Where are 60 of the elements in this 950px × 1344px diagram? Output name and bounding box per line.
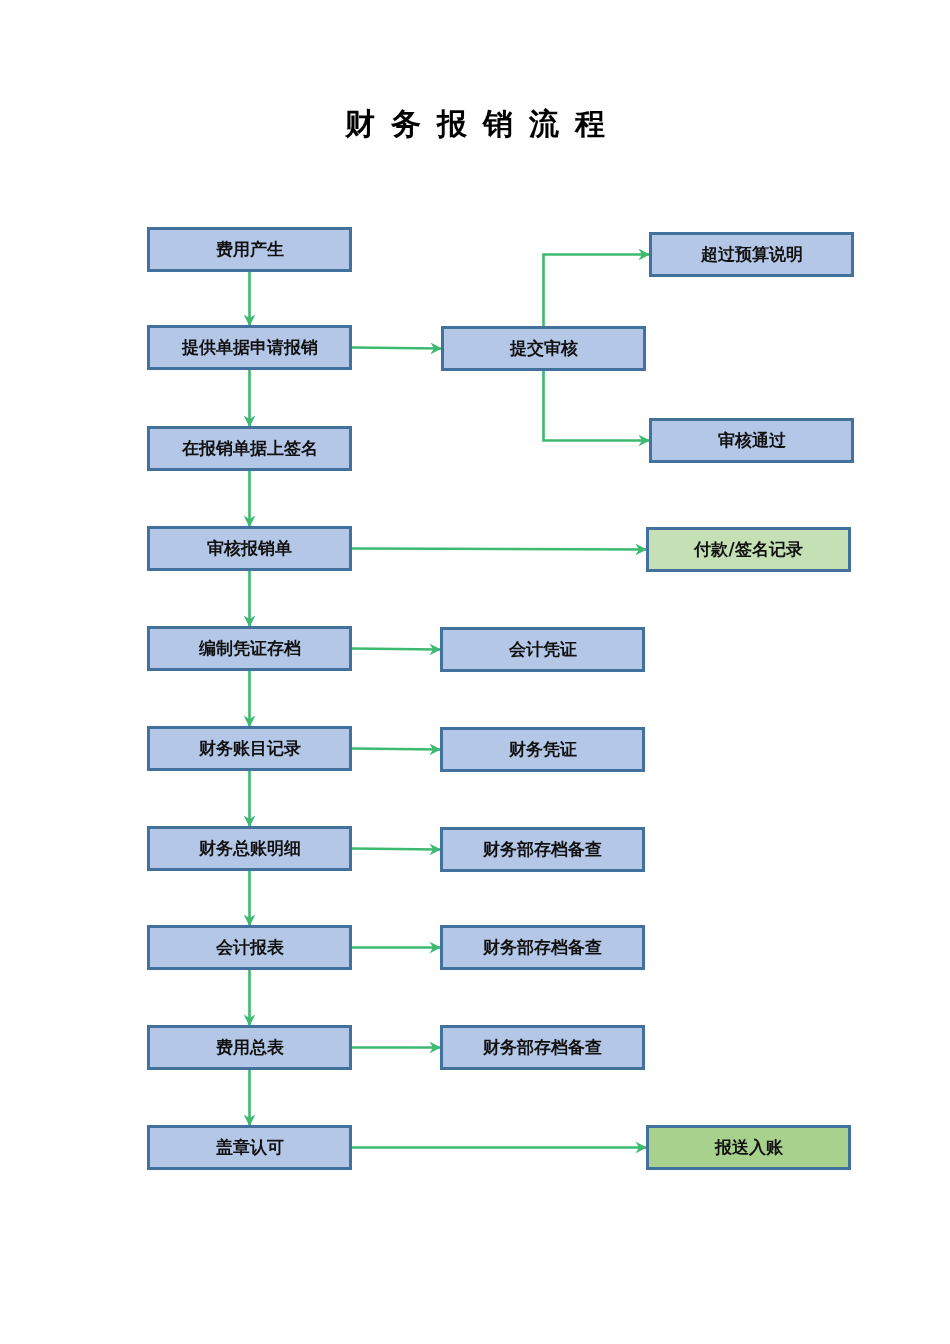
node-label: 会计凭证 xyxy=(508,638,577,661)
output-box xyxy=(646,1125,851,1170)
process-box xyxy=(147,426,352,471)
arrow xyxy=(352,543,648,556)
process-box xyxy=(649,418,854,463)
process-box xyxy=(440,1025,645,1070)
node-label: 会计报表 xyxy=(215,936,284,959)
process-box xyxy=(147,726,352,771)
node-label: 审核报销单 xyxy=(207,537,292,560)
node-label: 付款/签名记录 xyxy=(694,538,803,561)
process-box xyxy=(147,925,352,970)
arrow xyxy=(243,871,256,927)
process-box xyxy=(441,326,646,371)
node-label: 财务凭证 xyxy=(508,738,577,761)
process-box xyxy=(147,325,352,370)
process-box xyxy=(147,1025,352,1070)
node-label: 编制凭证存档 xyxy=(198,637,301,660)
arrow xyxy=(243,771,256,828)
process-box xyxy=(147,826,352,871)
arrow xyxy=(352,1041,442,1054)
arrow xyxy=(542,371,651,447)
arrow xyxy=(352,941,442,954)
arrow xyxy=(352,743,442,756)
node-label: 财务总账明细 xyxy=(198,837,301,860)
arrow xyxy=(243,272,256,327)
arrow xyxy=(243,370,256,428)
process-box xyxy=(147,626,352,671)
node-label: 财务部存档备查 xyxy=(483,1036,602,1059)
arrow xyxy=(243,471,256,528)
arrow xyxy=(352,843,442,856)
arrow xyxy=(352,1141,648,1154)
node-label: 审核通过 xyxy=(717,429,786,452)
node-label: 财务部存档备查 xyxy=(483,936,602,959)
node-label: 财务账目记录 xyxy=(198,737,301,760)
title: 财务报销流程 xyxy=(344,105,622,143)
arrow xyxy=(243,671,256,728)
process-box xyxy=(147,227,352,272)
arrow xyxy=(352,342,443,355)
process-box xyxy=(649,232,854,277)
process-box xyxy=(147,526,352,571)
arrow xyxy=(243,1070,256,1127)
node-label: 提供单据申请报销 xyxy=(181,336,318,359)
node-label: 报送入账 xyxy=(714,1136,783,1159)
arrow xyxy=(243,571,256,628)
process-box xyxy=(147,1125,352,1170)
node-label: 费用总表 xyxy=(215,1036,284,1059)
node-label: 费用产生 xyxy=(215,238,284,261)
process-box xyxy=(440,627,645,672)
arrow xyxy=(243,970,256,1027)
process-box xyxy=(440,727,645,772)
node-label: 财务部存档备查 xyxy=(483,838,602,861)
arrow xyxy=(542,248,651,326)
node-label: 超过预算说明 xyxy=(700,243,803,266)
arrow xyxy=(352,643,442,656)
process-box xyxy=(440,925,645,970)
node-label: 盖章认可 xyxy=(215,1136,284,1159)
process-box xyxy=(440,827,645,872)
node-label: 在报销单据上签名 xyxy=(181,437,318,460)
node-label: 提交审核 xyxy=(509,337,578,360)
output-box xyxy=(646,527,851,572)
